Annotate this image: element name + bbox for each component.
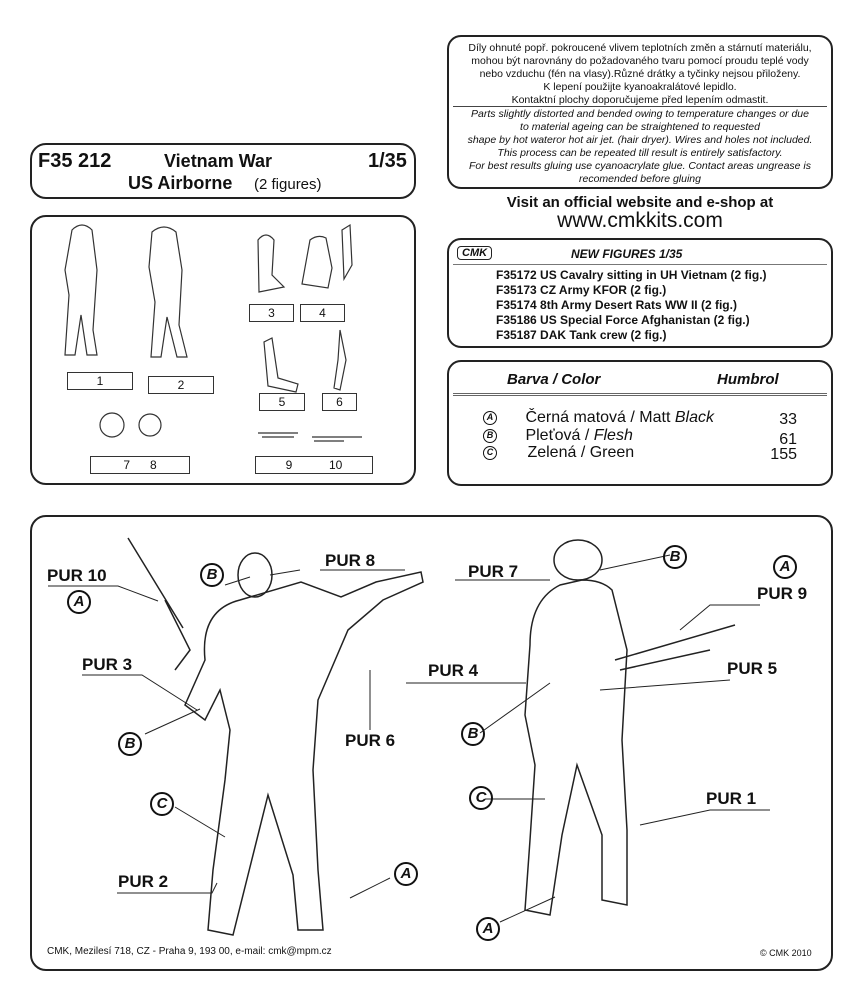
parts-box bbox=[30, 215, 416, 485]
product-code: F35 212 bbox=[38, 150, 112, 172]
color-marker-a: A bbox=[773, 555, 797, 579]
color-name-en: Flesh bbox=[593, 427, 633, 444]
notice-en-5: For best results gluing use cyanoacrylat… bbox=[468, 160, 812, 172]
notice-en-6: recomended before gluing bbox=[578, 173, 701, 185]
notice-en-3: shape by hot wateror hot air jet. (hair … bbox=[467, 134, 813, 146]
part-label-1: 1 bbox=[67, 372, 133, 390]
color-key-b: B bbox=[483, 428, 497, 443]
notice-en-4: This process can be repeated till result… bbox=[497, 147, 783, 159]
cmk-logo: CMK bbox=[457, 246, 493, 260]
new-figures-title: NEW FIGURES 1/35 bbox=[571, 247, 683, 261]
notice-en-1: Parts slightly distorted and bended owin… bbox=[471, 108, 809, 120]
product-subtitle: US Airborne bbox=[128, 173, 233, 193]
callout-pur-2: PUR 2 bbox=[118, 872, 169, 891]
callout-pur-3: PUR 3 bbox=[82, 655, 133, 674]
product-scale: 1/35 bbox=[368, 150, 407, 172]
visit-text: Visit an official website and e-shop at bbox=[506, 194, 774, 211]
website-link[interactable]: www.cmkkits.com bbox=[557, 209, 723, 232]
color-row-a: A Černá matová / Matt Black 33 bbox=[483, 409, 803, 428]
callout-pur-7: PUR 7 bbox=[468, 562, 519, 581]
humbrol-column-header: Humbrol bbox=[717, 371, 779, 388]
part-label-3: 3 bbox=[249, 304, 294, 322]
color-name: Černá matová / Matt bbox=[525, 409, 675, 426]
color-marker-a: A bbox=[67, 590, 91, 614]
color-marker-b: B bbox=[200, 563, 224, 587]
product-subtitle-note: (2 figures) bbox=[254, 176, 322, 193]
color-marker-b: B bbox=[118, 732, 142, 756]
color-table-box: Barva / Color Humbrol A Černá matová / M… bbox=[447, 360, 833, 486]
notice-cz-1: Díly ohnuté popř. pokroucené vlivem tepl… bbox=[468, 42, 812, 54]
notice-cz-3: nebo vzduchu (fén na vlasy).Různé drátky… bbox=[479, 68, 801, 80]
callout-pur-1: PUR 1 bbox=[706, 789, 757, 808]
color-marker-b: B bbox=[663, 545, 687, 569]
notice-en-2: to material ageing can be straightened t… bbox=[520, 121, 760, 133]
color-marker-a: A bbox=[394, 862, 418, 886]
notice-divider bbox=[453, 106, 827, 107]
part-label-6: 6 bbox=[322, 393, 357, 411]
part-label-9-10: 9 10 bbox=[255, 456, 373, 474]
color-marker-c: C bbox=[150, 792, 174, 816]
new-figures-box: CMK NEW FIGURES 1/35 F35172 US Cavalry s… bbox=[447, 238, 833, 348]
humbrol-number: 33 bbox=[779, 411, 797, 428]
part-label-2: 2 bbox=[148, 376, 214, 394]
color-key-c: C bbox=[483, 445, 497, 460]
humbrol-number: 155 bbox=[770, 446, 797, 463]
color-name: Pleťová / bbox=[525, 427, 594, 444]
notice-cz-2: mohou být narovnány do požadovaného tvar… bbox=[471, 55, 809, 67]
callout-pur-8: PUR 8 bbox=[325, 551, 376, 570]
notice-cz-5: Kontaktní plochy doporučujeme před lepen… bbox=[511, 94, 769, 106]
painting-guide-box bbox=[30, 515, 833, 971]
callout-pur-6: PUR 6 bbox=[345, 731, 396, 750]
new-figure-item: F35174 8th Army Desert Rats WW II (2 fig… bbox=[496, 298, 737, 312]
callout-pur-9: PUR 9 bbox=[757, 584, 808, 603]
callout-pur-5: PUR 5 bbox=[727, 659, 778, 678]
new-figure-item: F35186 US Special Force Afghanistan (2 f… bbox=[496, 313, 750, 327]
color-row-b: B Pleťová / Flesh 61 bbox=[483, 427, 803, 448]
part-label-7-8: 7 8 bbox=[90, 456, 190, 474]
callout-pur-4: PUR 4 bbox=[428, 661, 479, 680]
new-figure-item: F35187 DAK Tank crew (2 fig.) bbox=[496, 328, 667, 342]
footer-address: CMK, Mezilesí 718, CZ - Praha 9, 193 00,… bbox=[47, 946, 332, 957]
color-key-a: A bbox=[483, 410, 497, 425]
title-box: F35 212 Vietnam War 1/35 US Airborne (2 … bbox=[30, 143, 416, 199]
color-marker-a: A bbox=[476, 917, 500, 941]
notice-box: Díly ohnuté popř. pokroucené vlivem tepl… bbox=[447, 35, 833, 189]
new-figure-item: F35172 US Cavalry sitting in UH Vietnam … bbox=[496, 268, 767, 282]
footer-copyright: © CMK 2010 bbox=[760, 948, 812, 958]
color-name-en: Black bbox=[674, 409, 714, 426]
color-marker-c: C bbox=[469, 786, 493, 810]
callout-pur-10: PUR 10 bbox=[47, 566, 107, 585]
color-marker-b: B bbox=[461, 722, 485, 746]
new-figure-item: F35173 CZ Army KFOR (2 fig.) bbox=[496, 283, 667, 297]
product-title: Vietnam War bbox=[164, 151, 273, 171]
notice-cz-4: K lepení použijte kyanoakralátové lepidl… bbox=[543, 81, 737, 93]
color-name: Zelená / Green bbox=[527, 444, 635, 461]
color-column-header: Barva / Color bbox=[507, 371, 601, 388]
part-label-4: 4 bbox=[300, 304, 345, 322]
humbrol-number: 61 bbox=[779, 431, 797, 448]
part-label-5: 5 bbox=[259, 393, 305, 411]
color-row-c: C Zelená / Green 155 bbox=[483, 444, 803, 463]
